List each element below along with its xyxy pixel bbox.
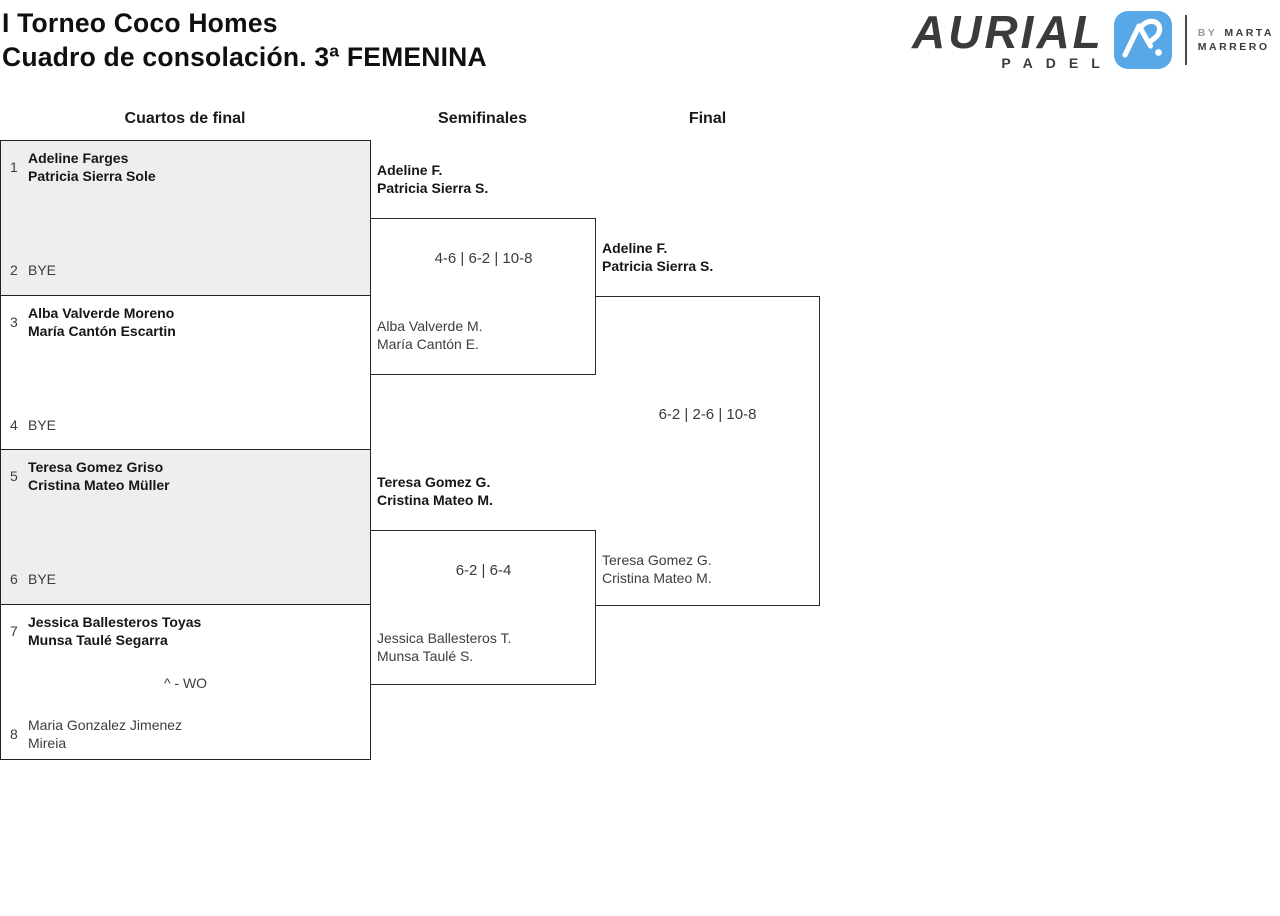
seed-number: 5 xyxy=(10,468,18,484)
logo-byline: BY MARTA MARRERO xyxy=(1198,26,1274,54)
final-box xyxy=(595,296,820,606)
bracket-slot-6: 6 BYE xyxy=(1,570,56,588)
player-name: Jessica Ballesteros T. xyxy=(377,630,512,646)
team-names: BYE xyxy=(28,416,56,434)
quarterfinal-box-2: 3 Alba Valverde Moreno María Cantón Esca… xyxy=(0,294,371,451)
player-name: Maria Gonzalez Jimenez xyxy=(28,716,183,733)
team-names: Adeline Farges Patricia Sierra Sole xyxy=(28,149,156,185)
bracket-slot-3: 3 Alba Valverde Moreno María Cantón Esca… xyxy=(1,304,176,340)
final-top-team: Adeline F. Patricia Sierra S. xyxy=(602,239,713,275)
player-name: Munsa Taulé Segarra xyxy=(28,631,168,648)
byline-last-name: MARRERO xyxy=(1197,41,1270,53)
bracket-slot-5: 5 Teresa Gomez Griso Cristina Mateo Müll… xyxy=(1,458,170,494)
quarterfinal-box-1: 1 Adeline Farges Patricia Sierra Sole 2 … xyxy=(0,140,371,296)
seed-number: 4 xyxy=(10,416,18,433)
aurial-logo: AURIAL PADEL BY MARTA MARRERO xyxy=(912,8,1274,72)
semifinal-2-score: 6-2 | 6-4 xyxy=(455,562,512,579)
brand-subtitle: PADEL xyxy=(1001,54,1113,71)
team-names: Alba Valverde Moreno María Cantón Escart… xyxy=(28,304,176,340)
player-name: María Cantón Escartin xyxy=(28,322,176,339)
seed-number: 7 xyxy=(10,622,18,639)
round-header-final: Final xyxy=(688,110,727,127)
player-name: Patricia Sierra S. xyxy=(377,180,489,196)
bye-label: BYE xyxy=(28,416,57,433)
bye-label: BYE xyxy=(28,262,57,278)
player-name: Cristina Mateo M. xyxy=(602,570,712,586)
semifinal-2-box xyxy=(370,530,596,685)
aurial-monogram-icon xyxy=(1113,11,1172,69)
semifinal-1-bottom-team: Alba Valverde M. María Cantón E. xyxy=(377,317,483,353)
semifinal-1-top-team: Adeline F. Patricia Sierra S. xyxy=(377,161,488,197)
semifinal-1-score: 4-6 | 6-2 | 10-8 xyxy=(434,250,533,267)
player-name: Patricia Sierra S. xyxy=(602,258,714,274)
walkover-note: ^ - WO xyxy=(163,674,208,691)
round-header-quarterfinals: Cuartos de final xyxy=(124,110,246,127)
team-names: Jessica Ballesteros Toyas Munsa Taulé Se… xyxy=(28,613,201,649)
monogram-dot xyxy=(1154,49,1162,56)
seed-number: 1 xyxy=(10,159,18,175)
brand-wordmark: AURIAL PADEL xyxy=(912,5,1104,71)
page-title: I Torneo Coco Homes Cuadro de consolació… xyxy=(2,7,487,74)
player-name: María Cantón E. xyxy=(377,336,479,352)
team-names: Teresa Gomez Griso Cristina Mateo Müller xyxy=(28,458,170,494)
tournament-name: I Torneo Coco Homes xyxy=(2,8,278,38)
quarterfinal-box-3: 5 Teresa Gomez Griso Cristina Mateo Müll… xyxy=(0,449,371,605)
final-score: 6-2 | 2-6 | 10-8 xyxy=(658,406,757,423)
bye-label: BYE xyxy=(28,571,57,587)
player-name: Patricia Sierra Sole xyxy=(28,168,156,184)
bracket-slot-1: 1 Adeline Farges Patricia Sierra Sole xyxy=(1,149,156,185)
player-name: Mireia xyxy=(28,734,67,751)
team-names: BYE xyxy=(28,570,56,588)
player-name: Alba Valverde M. xyxy=(377,318,483,334)
semifinal-2-top-team: Teresa Gomez G. Cristina Mateo M. xyxy=(377,473,493,509)
player-name: Cristina Mateo Müller xyxy=(28,477,170,493)
player-name: Teresa Gomez G. xyxy=(602,552,712,568)
monogram-hook-stroke xyxy=(1138,18,1162,46)
quarterfinal-box-4: 7 Jessica Ballesteros Toyas Munsa Taulé … xyxy=(0,603,371,760)
byline-prefix: BY xyxy=(1197,27,1218,39)
player-name: Adeline F. xyxy=(377,162,443,178)
seed-number: 6 xyxy=(10,571,18,587)
player-name: Teresa Gomez Griso xyxy=(28,459,164,475)
player-name: Adeline F. xyxy=(602,240,668,256)
seed-number: 3 xyxy=(10,313,18,330)
brand-name: AURIAL xyxy=(912,5,1104,58)
round-header-semifinals: Semifinales xyxy=(438,110,527,127)
logo-divider xyxy=(1184,15,1187,65)
seed-number: 2 xyxy=(10,262,18,278)
semifinal-2-bottom-team: Jessica Ballesteros T. Munsa Taulé S. xyxy=(377,629,511,665)
bracket-slot-4: 4 BYE xyxy=(1,416,56,434)
bracket-slot-7: 7 Jessica Ballesteros Toyas Munsa Taulé … xyxy=(1,613,201,649)
player-name: Jessica Ballesteros Toyas xyxy=(28,613,202,630)
byline-first-name: MARTA xyxy=(1224,27,1274,39)
bracket-subtitle: Cuadro de consolación. 3ª FEMENINA xyxy=(2,41,487,72)
monogram-background xyxy=(1113,11,1172,69)
team-names: Maria Gonzalez Jimenez Mireia xyxy=(28,716,182,752)
quarterfinals-column: 1 Adeline Farges Patricia Sierra Sole 2 … xyxy=(0,140,371,760)
team-names: BYE xyxy=(28,261,56,279)
player-name: Teresa Gomez G. xyxy=(377,474,491,490)
final-bottom-team: Teresa Gomez G. Cristina Mateo M. xyxy=(602,551,712,587)
bracket-slot-8: 8 Maria Gonzalez Jimenez Mireia xyxy=(1,716,182,752)
seed-number: 8 xyxy=(10,725,18,742)
player-name: Munsa Taulé S. xyxy=(377,648,474,664)
player-name: Alba Valverde Moreno xyxy=(28,304,175,321)
player-name: Cristina Mateo M. xyxy=(377,492,493,508)
player-name: Adeline Farges xyxy=(28,150,129,166)
bracket-slot-2: 2 BYE xyxy=(1,261,56,279)
